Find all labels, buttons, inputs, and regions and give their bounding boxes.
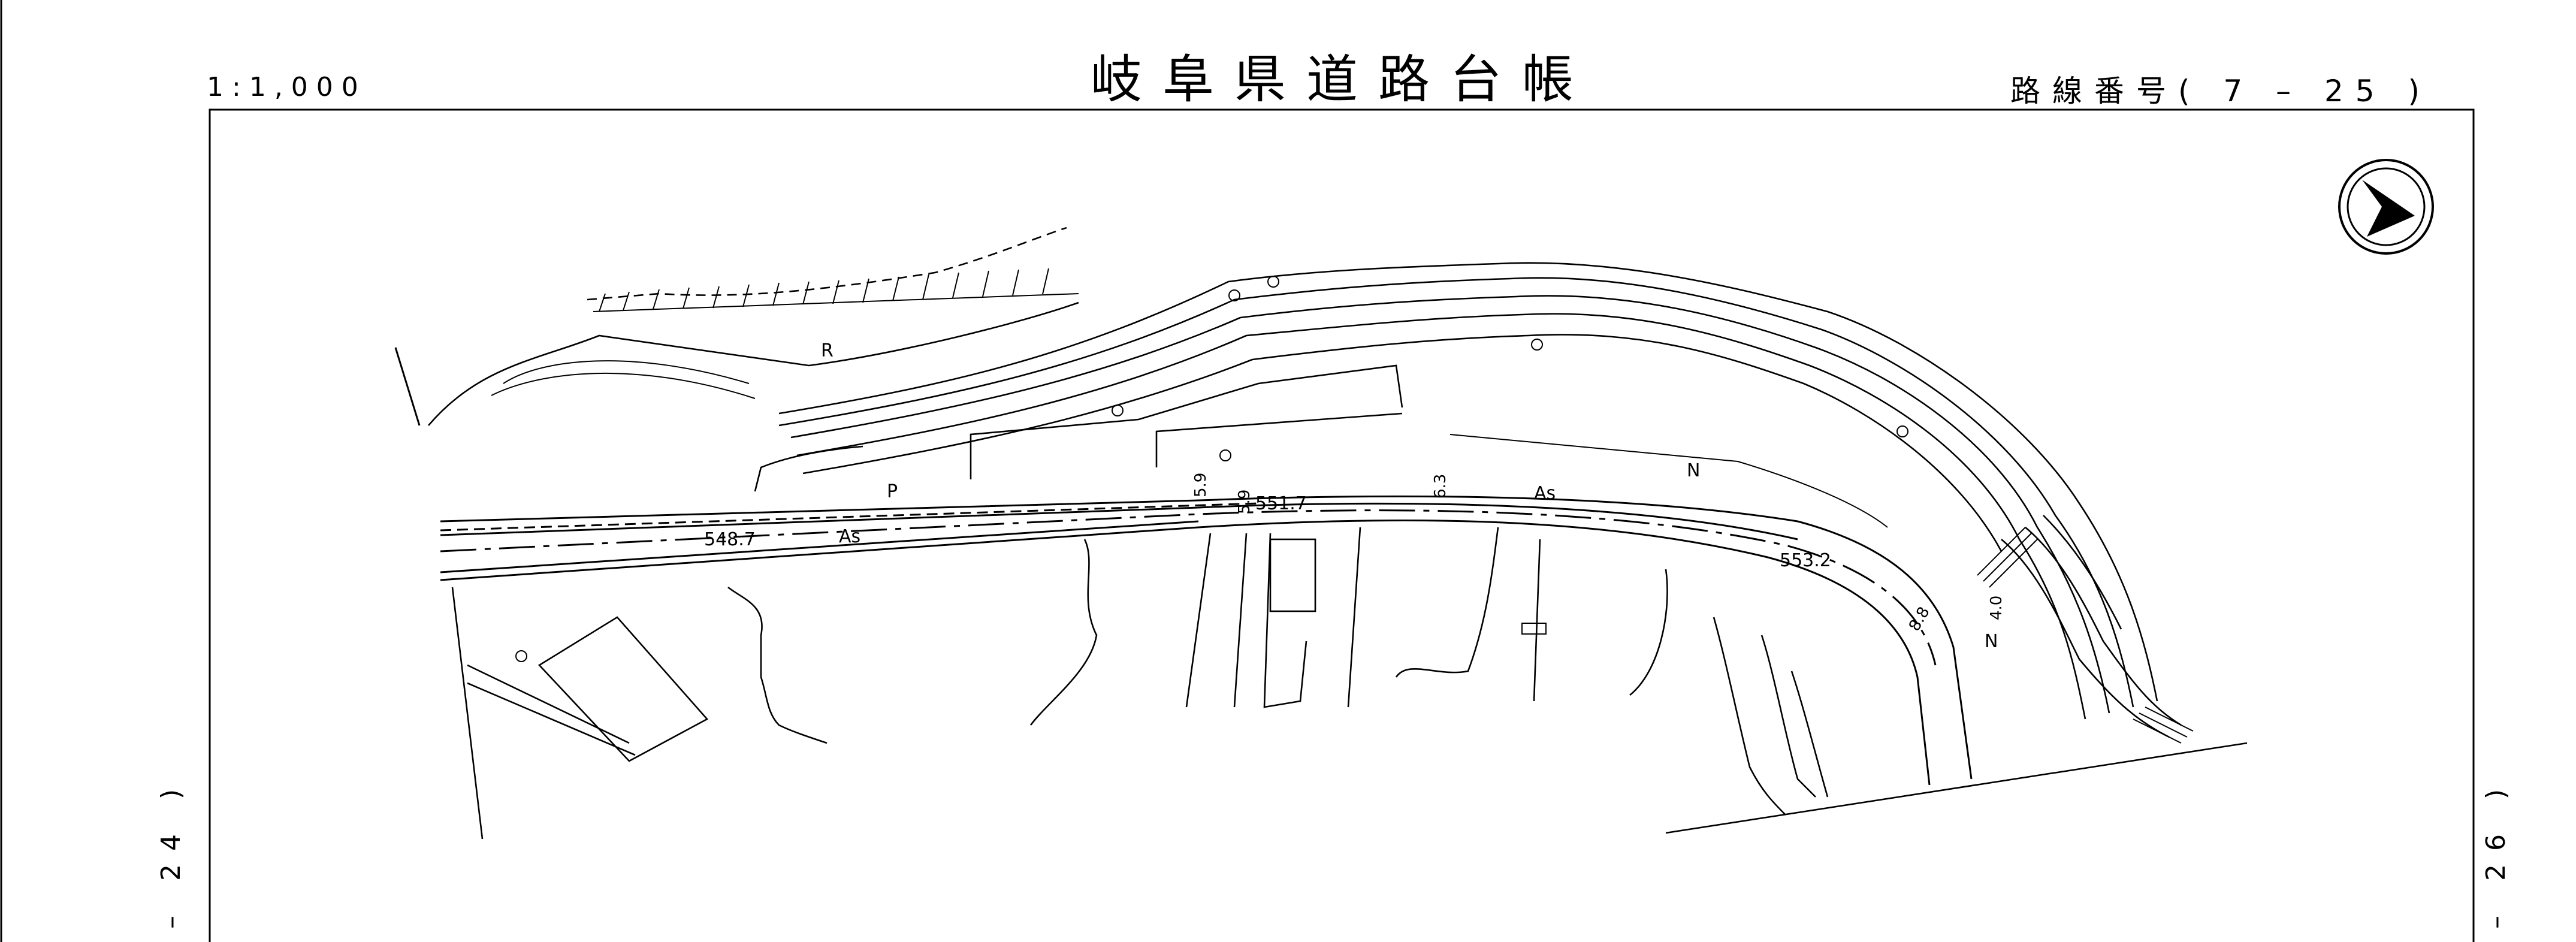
- lower-terrain: [451, 515, 2248, 840]
- retaining-wall: [491, 268, 1888, 528]
- north-arrow-icon: [2338, 159, 2434, 255]
- markers: [515, 276, 1908, 662]
- elevation-label: 548.7: [704, 529, 756, 550]
- map-mark: N: [1985, 631, 1998, 652]
- width-dimension: 6.3: [1432, 474, 1449, 499]
- width-dimension: 5.9: [1192, 473, 1210, 497]
- elevation-label: 553.2: [1780, 550, 1831, 571]
- width-dimension: 4.0: [1988, 596, 2006, 620]
- route-number: 路線番号( 7 – 25 ): [2010, 74, 2432, 108]
- elevation-label: 551.7: [1255, 493, 1307, 514]
- contour-lines: [394, 227, 2158, 720]
- stairs: [1977, 527, 2194, 744]
- road-lines: [440, 495, 1973, 786]
- map-mark: P: [887, 481, 898, 502]
- scale-label: 1:1,000: [207, 72, 367, 102]
- sheet-title: 岐阜県道路台帳: [1091, 50, 1594, 110]
- surface-label: As: [1534, 483, 1556, 504]
- map-mark: N: [1687, 460, 1700, 481]
- map-frame: [209, 108, 2475, 942]
- map-mark: R: [821, 340, 833, 361]
- surface-label: As: [839, 526, 860, 547]
- width-dimension: 8.8: [1905, 604, 1934, 635]
- width-dimension: 5.9: [1236, 490, 1254, 514]
